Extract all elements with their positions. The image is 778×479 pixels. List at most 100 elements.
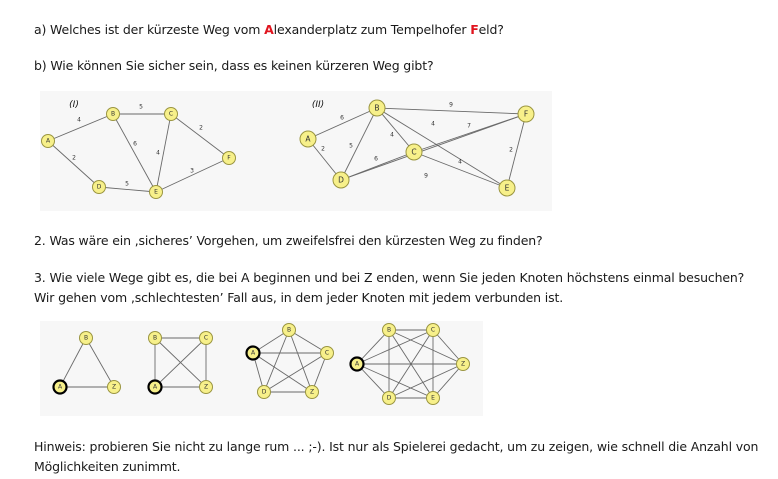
- graph1-label: (I): [69, 100, 79, 110]
- g2-weight-bc: 4: [390, 132, 394, 139]
- weighted-graphs-svg: (I) 4 5 2 6 4 5 2 3 A B C D E F (II): [41, 99, 535, 199]
- complete-graph-6: B C A Z D E: [349, 323, 470, 405]
- g1-edge-e-f: [155, 157, 230, 193]
- question-a-mid: lexanderplatz zum Tempelhofer: [273, 22, 471, 37]
- svg-text:B: B: [111, 111, 115, 118]
- complete-graph-4: B C A Z: [147, 331, 213, 395]
- highlight-a: A: [264, 22, 274, 37]
- svg-text:D: D: [97, 184, 102, 191]
- svg-text:A: A: [251, 350, 256, 357]
- g2-node-e: E: [498, 179, 516, 197]
- svg-text:A: A: [355, 361, 360, 368]
- g2-node-d: D: [332, 171, 350, 189]
- k5-node-b: B: [282, 323, 296, 337]
- highlight-f: F: [470, 22, 479, 37]
- k5-node-z: Z: [305, 385, 319, 399]
- g1-node-f: F: [222, 151, 236, 165]
- g1-weight-ce: 4: [156, 150, 160, 157]
- g1-weight-ef: 3: [190, 168, 194, 175]
- g1-edge-a-b: [47, 113, 114, 142]
- k6-node-e: E: [426, 391, 440, 405]
- svg-text:F: F: [227, 155, 231, 162]
- g2-weight-df: 9: [424, 173, 428, 180]
- svg-text:E: E: [431, 395, 435, 402]
- g2-weight-be: 4: [431, 121, 435, 128]
- g2-weight-bd: 5: [349, 143, 353, 150]
- question-a: a) Welches ist der kürzeste Weg vom Alex…: [34, 22, 504, 37]
- g2-weight-ad: 2: [321, 146, 325, 153]
- question-2: 2. Was wäre ein ‚sicheres’ Vorgehen, um …: [34, 233, 543, 248]
- question-3-line2: Wir gehen vom ‚schlechtesten’ Fall aus, …: [34, 290, 564, 305]
- svg-text:D: D: [387, 395, 392, 402]
- g1-weight-bc: 5: [139, 104, 143, 111]
- g1-weight-ab: 4: [77, 117, 81, 124]
- svg-text:D: D: [262, 389, 267, 396]
- g1-weight-de: 5: [125, 181, 129, 188]
- svg-text:A: A: [153, 384, 158, 391]
- g1-weight-cf: 2: [199, 125, 203, 132]
- svg-text:A: A: [58, 384, 63, 391]
- svg-text:A: A: [46, 138, 51, 145]
- g1-edge-c-f: [170, 113, 230, 159]
- k4-node-a: A: [147, 379, 163, 395]
- svg-text:C: C: [169, 111, 173, 118]
- k6-node-b: B: [382, 323, 396, 337]
- complete-graph-3: B A Z: [52, 331, 121, 395]
- k3-node-z: Z: [107, 380, 121, 394]
- svg-text:Z: Z: [461, 361, 465, 368]
- g2-weight-bf: 9: [449, 102, 453, 109]
- svg-text:D: D: [338, 176, 344, 185]
- g1-edge-d-e: [98, 186, 157, 193]
- k4-node-c: C: [199, 331, 213, 345]
- question-b: b) Wie können Sie sicher sein, dass es k…: [34, 58, 434, 73]
- svg-text:B: B: [374, 104, 379, 113]
- svg-text:F: F: [524, 110, 528, 119]
- question-a-suffix: eld?: [478, 22, 504, 37]
- g1-node-a: A: [41, 134, 55, 148]
- svg-text:C: C: [325, 350, 329, 357]
- svg-text:B: B: [387, 327, 391, 334]
- g2-weight-ce: 4: [458, 159, 462, 166]
- g1-node-c: C: [164, 107, 178, 121]
- svg-text:C: C: [204, 335, 208, 342]
- g2-edge-a-d: [307, 138, 342, 181]
- g1-node-b: B: [106, 107, 120, 121]
- question-a-prefix: a) Welches ist der kürzeste Weg vom: [34, 22, 265, 37]
- g2-edge-b-c: [376, 107, 415, 153]
- g2-edge-b-e: [376, 107, 508, 189]
- g1-edge-b-e: [112, 113, 157, 193]
- complete-graph-5: B C A D Z: [245, 323, 334, 399]
- g2-node-a: A: [299, 130, 317, 148]
- g1-weight-ad: 2: [72, 155, 76, 162]
- svg-text:C: C: [431, 327, 435, 334]
- svg-text:A: A: [305, 135, 311, 144]
- k5-node-a: A: [245, 345, 261, 361]
- svg-text:Z: Z: [204, 384, 208, 391]
- graph2-label: (II): [312, 100, 324, 110]
- svg-text:B: B: [153, 335, 157, 342]
- svg-text:C: C: [411, 148, 416, 157]
- k4-node-b: B: [148, 331, 162, 345]
- svg-text:B: B: [287, 327, 291, 334]
- svg-text:E: E: [154, 189, 158, 196]
- g2-edge-c-f: [413, 113, 527, 153]
- svg-text:Z: Z: [310, 389, 314, 396]
- g2-weight-fe: 2: [509, 147, 513, 154]
- k3-node-b: B: [79, 331, 93, 345]
- g2-node-c: C: [405, 143, 423, 161]
- g2-edge-d-f: [340, 113, 527, 181]
- hint-line1: Hinweis: probieren Sie nicht zu lange ru…: [34, 439, 759, 454]
- g1-node-e: E: [149, 185, 163, 199]
- g2-edge-b-d: [340, 107, 378, 181]
- svg-text:E: E: [505, 184, 510, 193]
- k5-node-d: D: [257, 385, 271, 399]
- k5-node-c: C: [320, 346, 334, 360]
- g2-node-f: F: [517, 105, 535, 123]
- g2-edge-f-e: [506, 113, 527, 189]
- g2-edge-c-e: [413, 151, 508, 189]
- hint-line2: Möglichkeiten zunimmt.: [34, 459, 181, 474]
- complete-graphs-panel: B A Z B C A Z B: [40, 321, 483, 416]
- g2-weight-cf: 7: [467, 123, 471, 130]
- g2-weight-dc: 6: [374, 156, 378, 163]
- k3-node-a: A: [52, 379, 68, 395]
